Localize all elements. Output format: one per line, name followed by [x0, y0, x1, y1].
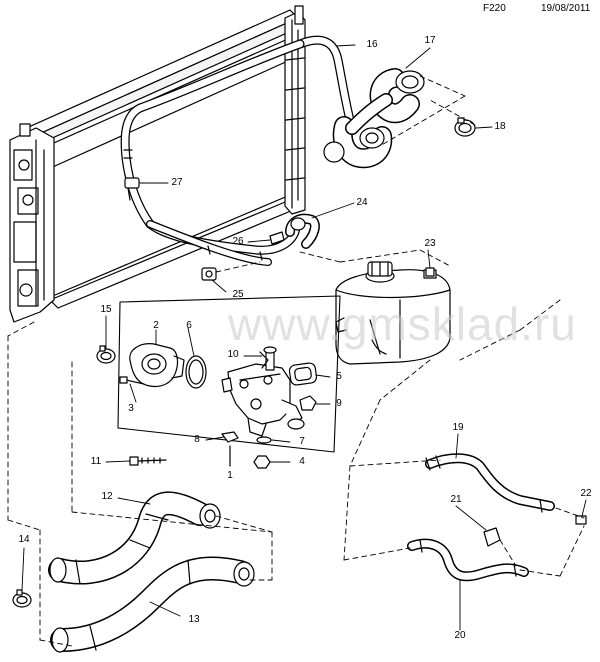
- callout-9: 9: [336, 398, 342, 409]
- callout-2: 2: [153, 320, 159, 331]
- callout-11: 11: [90, 456, 102, 467]
- clip-25: [201, 267, 217, 281]
- seal-6: [185, 355, 207, 389]
- callout-19: 19: [452, 422, 464, 433]
- callout-4: 4: [299, 456, 305, 467]
- guide-lines: [7, 249, 585, 647]
- radiator: [9, 5, 306, 323]
- hose-19: [425, 453, 555, 513]
- callout-13: 13: [188, 614, 200, 625]
- callout-26: 26: [232, 236, 244, 247]
- callout-5: 5: [336, 371, 342, 382]
- hose-24: [285, 213, 320, 249]
- assembly-frame: [117, 295, 341, 453]
- callout-22: 22: [580, 488, 592, 499]
- clip-8: [221, 431, 239, 443]
- callout-10: 10: [227, 349, 239, 360]
- diagram-code: F220: [483, 3, 506, 14]
- clip-21: [483, 527, 501, 547]
- callout-6: 6: [186, 320, 192, 331]
- callout-18: 18: [494, 121, 506, 132]
- watermark: www.gmsklad.ru: [228, 298, 577, 350]
- nut-4: [253, 455, 271, 469]
- clip-22: [575, 515, 587, 525]
- callout-23: 23: [424, 238, 436, 249]
- hose-13: [50, 556, 255, 653]
- clamp-14: [12, 589, 32, 608]
- callout-12: 12: [101, 491, 113, 502]
- hose-17: [323, 68, 425, 169]
- bolt-11: [129, 456, 167, 466]
- callout-21: 21: [450, 494, 462, 505]
- leader-lines: [21, 44, 587, 631]
- clip-10: [259, 351, 269, 369]
- oring-7: [256, 436, 272, 444]
- hose-12: [48, 491, 221, 585]
- callout-20: 20: [454, 630, 466, 641]
- clamp-15: [96, 345, 116, 364]
- gasket-5: [288, 362, 318, 386]
- callout-7: 7: [299, 436, 305, 447]
- thermostat-cover-2: [129, 343, 185, 388]
- callout-16: 16: [366, 39, 378, 50]
- coolant-housing: [221, 346, 305, 437]
- diagram-date: 19/08/2011: [541, 3, 591, 14]
- callout-8: 8: [194, 434, 200, 445]
- sensor-9: [299, 395, 317, 411]
- callout-24: 24: [356, 197, 368, 208]
- callout-3: 3: [128, 403, 134, 414]
- callout-17: 17: [424, 35, 436, 46]
- callout-15: 15: [100, 304, 112, 315]
- bolt-23: [425, 267, 435, 277]
- clip-26: [269, 231, 285, 245]
- callout-14: 14: [18, 534, 30, 545]
- callout-1: 1: [227, 470, 233, 481]
- callout-27: 27: [171, 177, 183, 188]
- callout-25: 25: [232, 289, 244, 300]
- clamp-18: [454, 117, 476, 137]
- bolt-3: [119, 376, 145, 385]
- hose-20: [407, 538, 529, 582]
- clamp-27: [124, 177, 140, 201]
